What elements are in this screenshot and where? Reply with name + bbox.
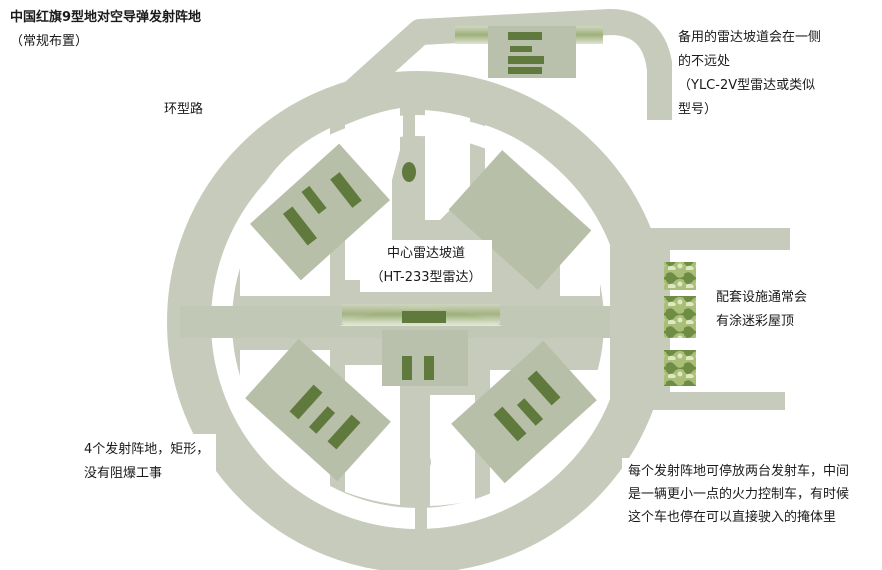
support-facility-text-2: 有涂迷彩屋顶 [716, 314, 795, 329]
launch-pad-se [451, 340, 597, 484]
diagram-subtitle: （常规布置） [10, 34, 89, 49]
ring-road-text: 环型路 [164, 102, 204, 117]
south-marker [411, 452, 431, 530]
backup-radar-text-1: 备用的雷达坡道会在一侧 [678, 30, 822, 45]
title-box: 中国红旗9型地对空导弹发射阵地 （常规布置） [4, 4, 242, 82]
diagram-title: 中国红旗9型地对空导弹发射阵地 [10, 10, 202, 25]
backup-radar-ramp [455, 26, 603, 78]
support-facilities [664, 262, 696, 386]
launch-pad-nw [249, 143, 391, 281]
launcher-vehicles-text-1: 每个发射阵地可停放两台发射车，中间 [628, 464, 850, 479]
center-radar-text-2: （HT-233型雷达） [370, 270, 482, 285]
launch-sites-label: 4个发射阵地，矩形， 没有阻爆工事 [78, 434, 216, 498]
north-marker [402, 110, 416, 182]
backup-radar-text-2: 的不远处 [678, 54, 731, 69]
launch-sites-text-1: 4个发射阵地，矩形， [84, 442, 210, 457]
center-radar-text-1: 中心雷达坡道 [386, 246, 465, 261]
launcher-vehicles-label: 每个发射阵地可停放两台发射车，中间 是一辆更小一点的火力控制车，有时候 这个车也… [622, 458, 858, 534]
center-radar-label: 中心雷达坡道 （HT-233型雷达） [360, 240, 492, 292]
launch-pad-sw [245, 338, 391, 482]
backup-radar-text-4: 型号） [678, 102, 718, 117]
launcher-vehicles-text-2: 是一辆更小一点的火力控制车，有时候 [628, 487, 850, 502]
launch-sites-text-2: 没有阻爆工事 [84, 466, 163, 481]
launch-pad-ne [448, 150, 592, 290]
support-facility-label: 配套设施通常会 有涂迷彩屋顶 [710, 282, 846, 356]
backup-radar-label: 备用的雷达坡道会在一侧 的不远处 （YLC-2V型雷达或类似 型号） [672, 24, 822, 140]
support-facility-text-1: 配套设施通常会 [716, 290, 808, 305]
backup-radar-text-3: （YLC-2V型雷达或类似 [678, 78, 816, 93]
ring-road-label: 环型路 [158, 96, 260, 124]
launcher-vehicles-text-3: 这个车也停在可以直接驶入的掩体里 [628, 510, 837, 525]
central-radar-ramp [340, 304, 502, 386]
